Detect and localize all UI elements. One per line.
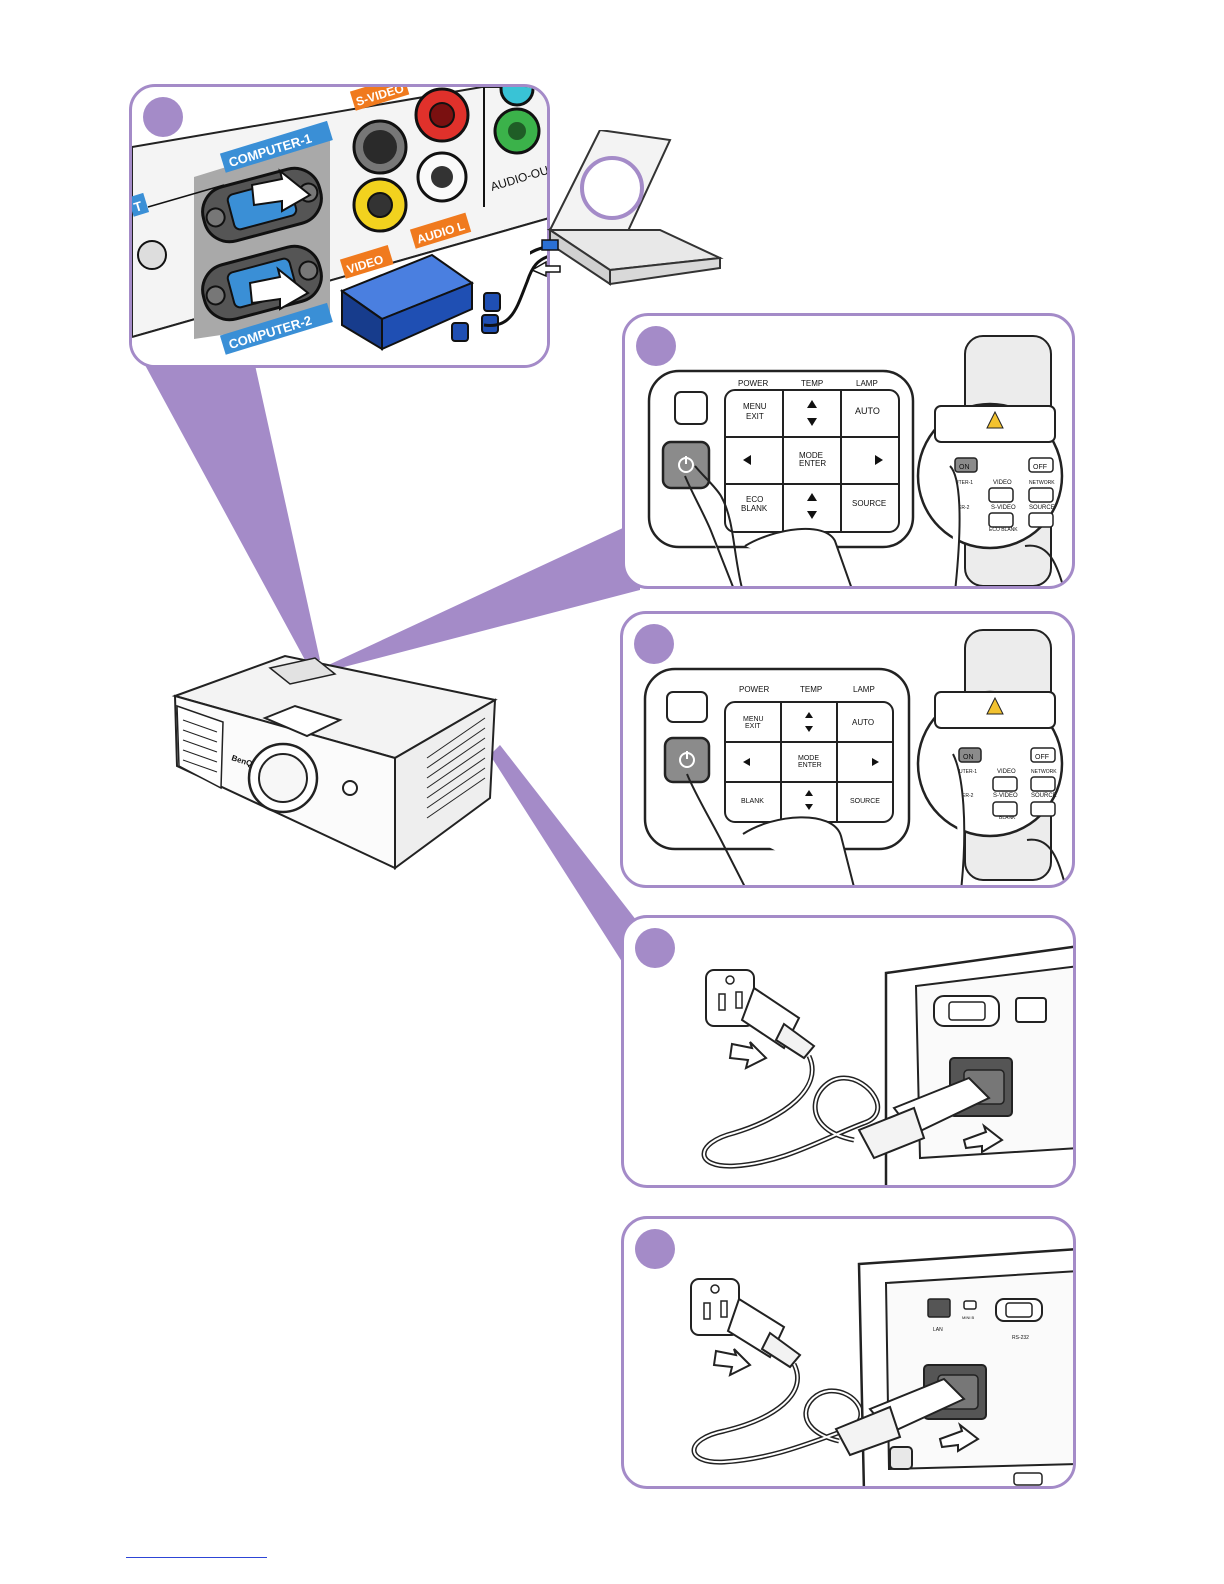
keypad-a-eco[interactable]: ECO [746, 495, 763, 504]
remote-b-video: VIDEO [997, 769, 1016, 775]
remote-a-computer-2: TER-2 [955, 505, 970, 511]
remote-a-eco-blank: ECO BLANK [989, 527, 1018, 533]
keypad-a-auto[interactable]: AUTO [855, 406, 880, 416]
remote-a-computer-1: UTER-1 [955, 480, 973, 486]
keypad-a-exit[interactable]: EXIT [746, 412, 764, 421]
keypad-b-source[interactable]: SOURCE [850, 798, 880, 805]
remote-b-computer-2: TER-2 [959, 793, 974, 799]
keypad-b-menu[interactable]: MENU [743, 716, 764, 723]
step-marker-3 [634, 624, 674, 664]
keypad-illustration-a: POWER TEMP LAMP MENU EXIT AUTO MODE ENTE… [647, 335, 1065, 586]
footer-rule [126, 1557, 267, 1558]
step-marker-1 [143, 97, 183, 137]
panel-unplug-b: LAN MINI B RS-232 [621, 1216, 1076, 1489]
remote-a-video: VIDEO [993, 480, 1012, 486]
keypad-a-source[interactable]: SOURCE [852, 499, 886, 508]
step-marker-4 [635, 928, 675, 968]
keypad-b-temp-label: TEMP [800, 685, 822, 694]
port-label-lan: LAN [933, 1327, 943, 1333]
panel-power-on-a: POWER TEMP LAMP MENU EXIT AUTO MODE ENTE… [622, 313, 1075, 589]
keypad-a-blank[interactable]: BLANK [741, 504, 768, 513]
remote-a-network: NETWORK [1029, 480, 1055, 486]
keypad-a-menu[interactable]: MENU [743, 402, 767, 411]
keypad-b-power-label: POWER [739, 685, 769, 694]
laptop-illustration [530, 130, 724, 286]
keypad-b-mode[interactable]: MODE [798, 755, 819, 762]
wedge-step-2 [322, 520, 640, 668]
remote-b-s-video: S-VIDEO [993, 793, 1018, 799]
remote-b-blank: BLANK [999, 815, 1016, 821]
remote-a-on[interactable]: ON [959, 464, 970, 471]
keypad-b-exit[interactable]: EXIT [745, 723, 761, 730]
label-partial: T [132, 198, 144, 215]
keypad-a-temp-label: TEMP [801, 379, 823, 388]
wedge-step-4 [490, 745, 640, 990]
keypad-illustration-b: POWER TEMP LAMP MENU EXIT AUTO MODE ENTE… [643, 629, 1067, 885]
remote-a-source: SOURCE [1029, 505, 1055, 511]
remote-b-network: NETWORK [1031, 769, 1057, 775]
step-marker-5 [635, 1229, 675, 1269]
remote-b-computer-1: UTER-1 [959, 769, 977, 775]
unplug-illustration-b: LAN MINI B RS-232 [690, 1248, 1073, 1486]
keypad-b-enter[interactable]: ENTER [798, 762, 822, 769]
keypad-b-auto[interactable]: AUTO [852, 718, 874, 727]
keypad-a-power-label: POWER [738, 379, 768, 388]
remote-a-off[interactable]: OFF [1033, 464, 1047, 471]
keypad-a-mode[interactable]: MODE [799, 451, 823, 460]
keypad-b-blank[interactable]: BLANK [741, 798, 764, 805]
step-marker-2 [636, 326, 676, 366]
projector-illustration: BenQ [171, 654, 498, 870]
remote-a-s-video: S-VIDEO [991, 505, 1016, 511]
panel-unplug-a [621, 915, 1076, 1188]
connector-illustration: COMPUTER-1 COMPUTER-2 T S-VIDEO [132, 87, 547, 365]
port-label-mini-b: MINI B [962, 1315, 975, 1320]
remote-b-on[interactable]: ON [963, 754, 974, 761]
panel-disconnect-cables: COMPUTER-1 COMPUTER-2 T S-VIDEO [129, 84, 550, 368]
wedge-step-1 [145, 365, 320, 660]
keypad-a-enter[interactable]: ENTER [799, 459, 826, 468]
remote-b-off[interactable]: OFF [1035, 754, 1049, 761]
keypad-b-lamp-label: LAMP [853, 685, 875, 694]
remote-b-source: SOURCE [1031, 793, 1057, 799]
port-label-rs232: RS-232 [1012, 1335, 1029, 1341]
unplug-illustration-a [701, 945, 1073, 1185]
panel-power-on-b: POWER TEMP LAMP MENU EXIT AUTO MODE ENTE… [620, 611, 1075, 888]
keypad-a-lamp-label: LAMP [856, 379, 878, 388]
